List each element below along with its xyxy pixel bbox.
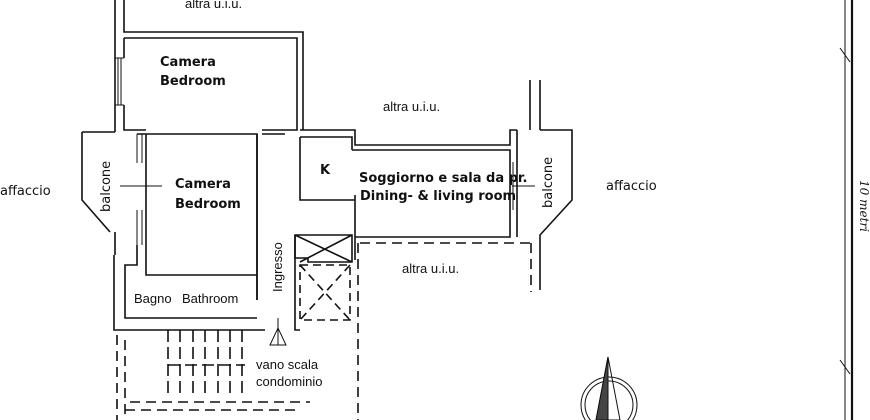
wall xyxy=(300,129,517,150)
label-living-room: Dining- & living room xyxy=(360,189,517,204)
wall xyxy=(123,38,146,131)
label-kitchen: K xyxy=(320,163,331,178)
label-altra-uiu-low: altra u.i.u. xyxy=(402,261,460,276)
window xyxy=(136,134,143,245)
wall xyxy=(137,133,258,300)
label-bedroom-2: Bedroom xyxy=(175,197,241,212)
window xyxy=(115,57,124,106)
label-altra-uiu-mid: altra u.i.u. xyxy=(383,99,441,114)
label-camera-2: Camera xyxy=(175,177,231,192)
label-balcone-left: balcone xyxy=(99,160,114,212)
label-scale: 10 metri xyxy=(857,180,870,232)
label-balcone-right: balcone xyxy=(541,156,556,208)
label-camera-1: Camera xyxy=(160,55,216,70)
label-vano-scala: vano scala xyxy=(256,357,319,372)
label-bathroom: Bathroom xyxy=(182,291,239,306)
label-bedroom-1: Bedroom xyxy=(160,74,226,89)
shaft xyxy=(299,264,351,321)
label-affaccio-left: affaccio xyxy=(0,184,51,199)
label-condominio: condominio xyxy=(256,374,323,389)
entrance-arrow xyxy=(269,318,287,346)
wall xyxy=(352,149,511,260)
wall xyxy=(124,37,298,131)
wall xyxy=(124,245,257,319)
balcone-right xyxy=(516,129,573,290)
label-ingresso: Ingresso xyxy=(270,242,285,292)
north-arrow-icon xyxy=(580,356,638,420)
label-soggiorno: Soggiorno e sala da pr. xyxy=(359,171,528,186)
wall xyxy=(256,133,355,300)
balcone-left xyxy=(81,131,116,255)
label-altra-uiu-top: altra u.i.u. xyxy=(185,0,243,11)
label-bagno: Bagno xyxy=(134,291,172,306)
lift xyxy=(294,234,353,263)
wall xyxy=(114,0,304,132)
label-affaccio-right: affaccio xyxy=(606,179,657,194)
